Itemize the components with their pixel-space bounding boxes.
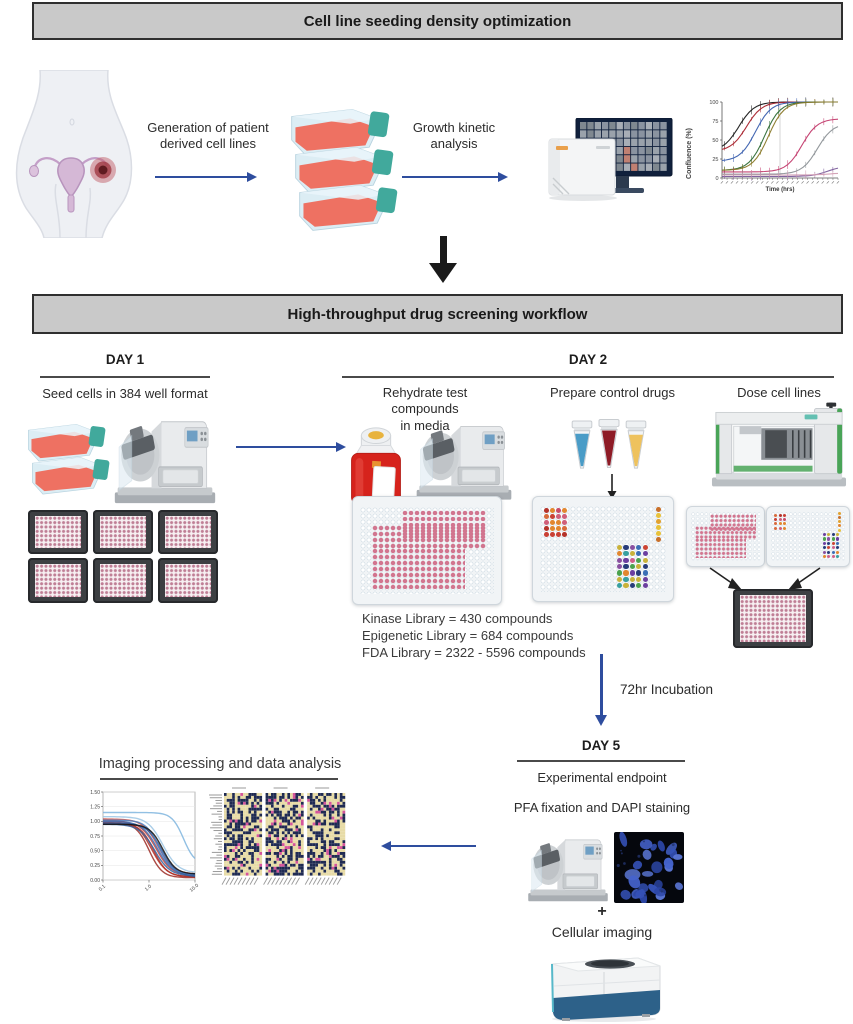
svg-text:1.50: 1.50 (90, 790, 100, 796)
library-list: Kinase Library = 430 compounds Epigeneti… (362, 610, 622, 661)
svg-text:0.00: 0.00 (90, 878, 100, 884)
plus-sign: + (597, 903, 607, 920)
day5-header: DAY 5 (581, 738, 621, 753)
growth-chart-ylabel: Confluence (%) (685, 128, 693, 179)
seeded-plate (28, 510, 88, 554)
section-arrow-shaft (440, 236, 447, 264)
day2-col1-label: Rehydrate test compounds in media (382, 385, 468, 433)
section-title-screening-text: High-throughput drug screening workflow (287, 305, 588, 323)
step-label-growth-kinetic: Growth kinetic analysis (412, 120, 496, 152)
svg-text:1.0: 1.0 (144, 884, 153, 893)
svg-text:0.75: 0.75 (90, 834, 100, 840)
liquid-handler-robot-icon (711, 402, 847, 487)
arrow-generation-head (247, 172, 257, 182)
seeded-plate (158, 558, 218, 603)
reagent-dispenser-icon (414, 416, 514, 504)
arrow-incubation (600, 654, 603, 716)
arrow-growth (402, 176, 498, 179)
seeded-plate (158, 510, 218, 554)
library-fda: FDA Library = 2322 - 5596 compounds (362, 645, 586, 660)
control-tube-red-icon (598, 419, 620, 468)
svg-text:0.25: 0.25 (90, 863, 100, 869)
reagent-dispenser-icon (526, 831, 610, 905)
analysis-title: Imaging processing and data analysis (98, 756, 342, 772)
svg-text:50: 50 (712, 138, 718, 144)
seeded-plate (93, 558, 153, 603)
control-plate (532, 496, 674, 602)
arrow-tubes-to-plate (607, 474, 617, 499)
svg-text:25: 25 (712, 157, 718, 163)
screening-heatmap (209, 787, 346, 885)
day5-step1-label: Experimental endpoint (537, 770, 667, 785)
day5-step3-label: Cellular imaging (551, 924, 653, 940)
compound-plate (352, 496, 502, 605)
svg-text:0.1: 0.1 (98, 884, 107, 893)
arrow-day1-day2-head (336, 442, 346, 452)
dose-response-chart: 1.50 1.25 1.00 0.75 0.50 0.25 0.000.1 1.0 10.0 (90, 790, 200, 894)
svg-text:1.00: 1.00 (90, 819, 100, 825)
day1-header: DAY 1 (105, 352, 145, 367)
analysis-underline (100, 778, 338, 780)
arrow-day1-day2 (236, 446, 336, 449)
culture-flask-icon (28, 453, 110, 497)
media-bottle-icon (351, 427, 401, 505)
svg-text:1.25: 1.25 (90, 804, 100, 810)
compound-plate-small (686, 506, 765, 567)
arrow-growth-head (498, 172, 508, 182)
arrows-combine-plates (709, 567, 821, 590)
incubation-label: 72hr Incubation (620, 682, 714, 697)
seeded-plate (93, 510, 153, 554)
assay-plate-dosed (733, 589, 813, 648)
arrow-generation (155, 176, 247, 179)
svg-text:0.50: 0.50 (90, 848, 100, 854)
section-title-screening: High-throughput drug screening workflow (32, 294, 843, 334)
svg-text:75: 75 (712, 119, 718, 125)
svg-text:10.0: 10.0 (189, 883, 200, 894)
section-arrow-head (429, 263, 457, 283)
svg-text:0: 0 (715, 176, 718, 182)
patient-torso-icon (15, 70, 133, 238)
day2-underline (342, 376, 834, 378)
arrow-incubation-head (595, 715, 607, 726)
step-label-generation: Generation of patient derived cell lines (147, 120, 269, 152)
arrow-to-analysis (390, 845, 476, 848)
live-cell-imager-icon (548, 138, 617, 201)
culture-flask-icon (294, 180, 398, 234)
svg-text:100: 100 (709, 100, 718, 106)
arrow-to-analysis-head (381, 841, 391, 851)
day5-underline (517, 760, 685, 762)
section-title-seeding: Cell line seeding density optimization (32, 2, 843, 40)
control-plate-small (766, 506, 850, 567)
day2-col2-label: Prepare control drugs (549, 385, 675, 400)
library-kinase: Kinase Library = 430 compounds (362, 611, 553, 626)
seeded-plate (28, 558, 88, 603)
dapi-microscopy-image (614, 832, 684, 903)
svg-text:Time (hrs): Time (hrs) (766, 187, 795, 193)
day2-col3-label: Dose cell lines (737, 385, 821, 400)
library-epigenetic: Epigenetic Library = 684 compounds (362, 628, 574, 643)
high-content-imager-icon (551, 957, 661, 1022)
day1-underline (40, 376, 210, 378)
control-tube-blue-icon (571, 420, 593, 469)
control-tube-yellow-icon (625, 420, 647, 469)
section-title-seeding-text: Cell line seeding density optimization (303, 12, 572, 30)
day5-step2-label: PFA fixation and DAPI staining (513, 800, 691, 815)
day2-header: DAY 2 (568, 352, 608, 367)
day1-step-label: Seed cells in 384 well format (42, 386, 208, 401)
reagent-dispenser-icon (112, 410, 218, 508)
